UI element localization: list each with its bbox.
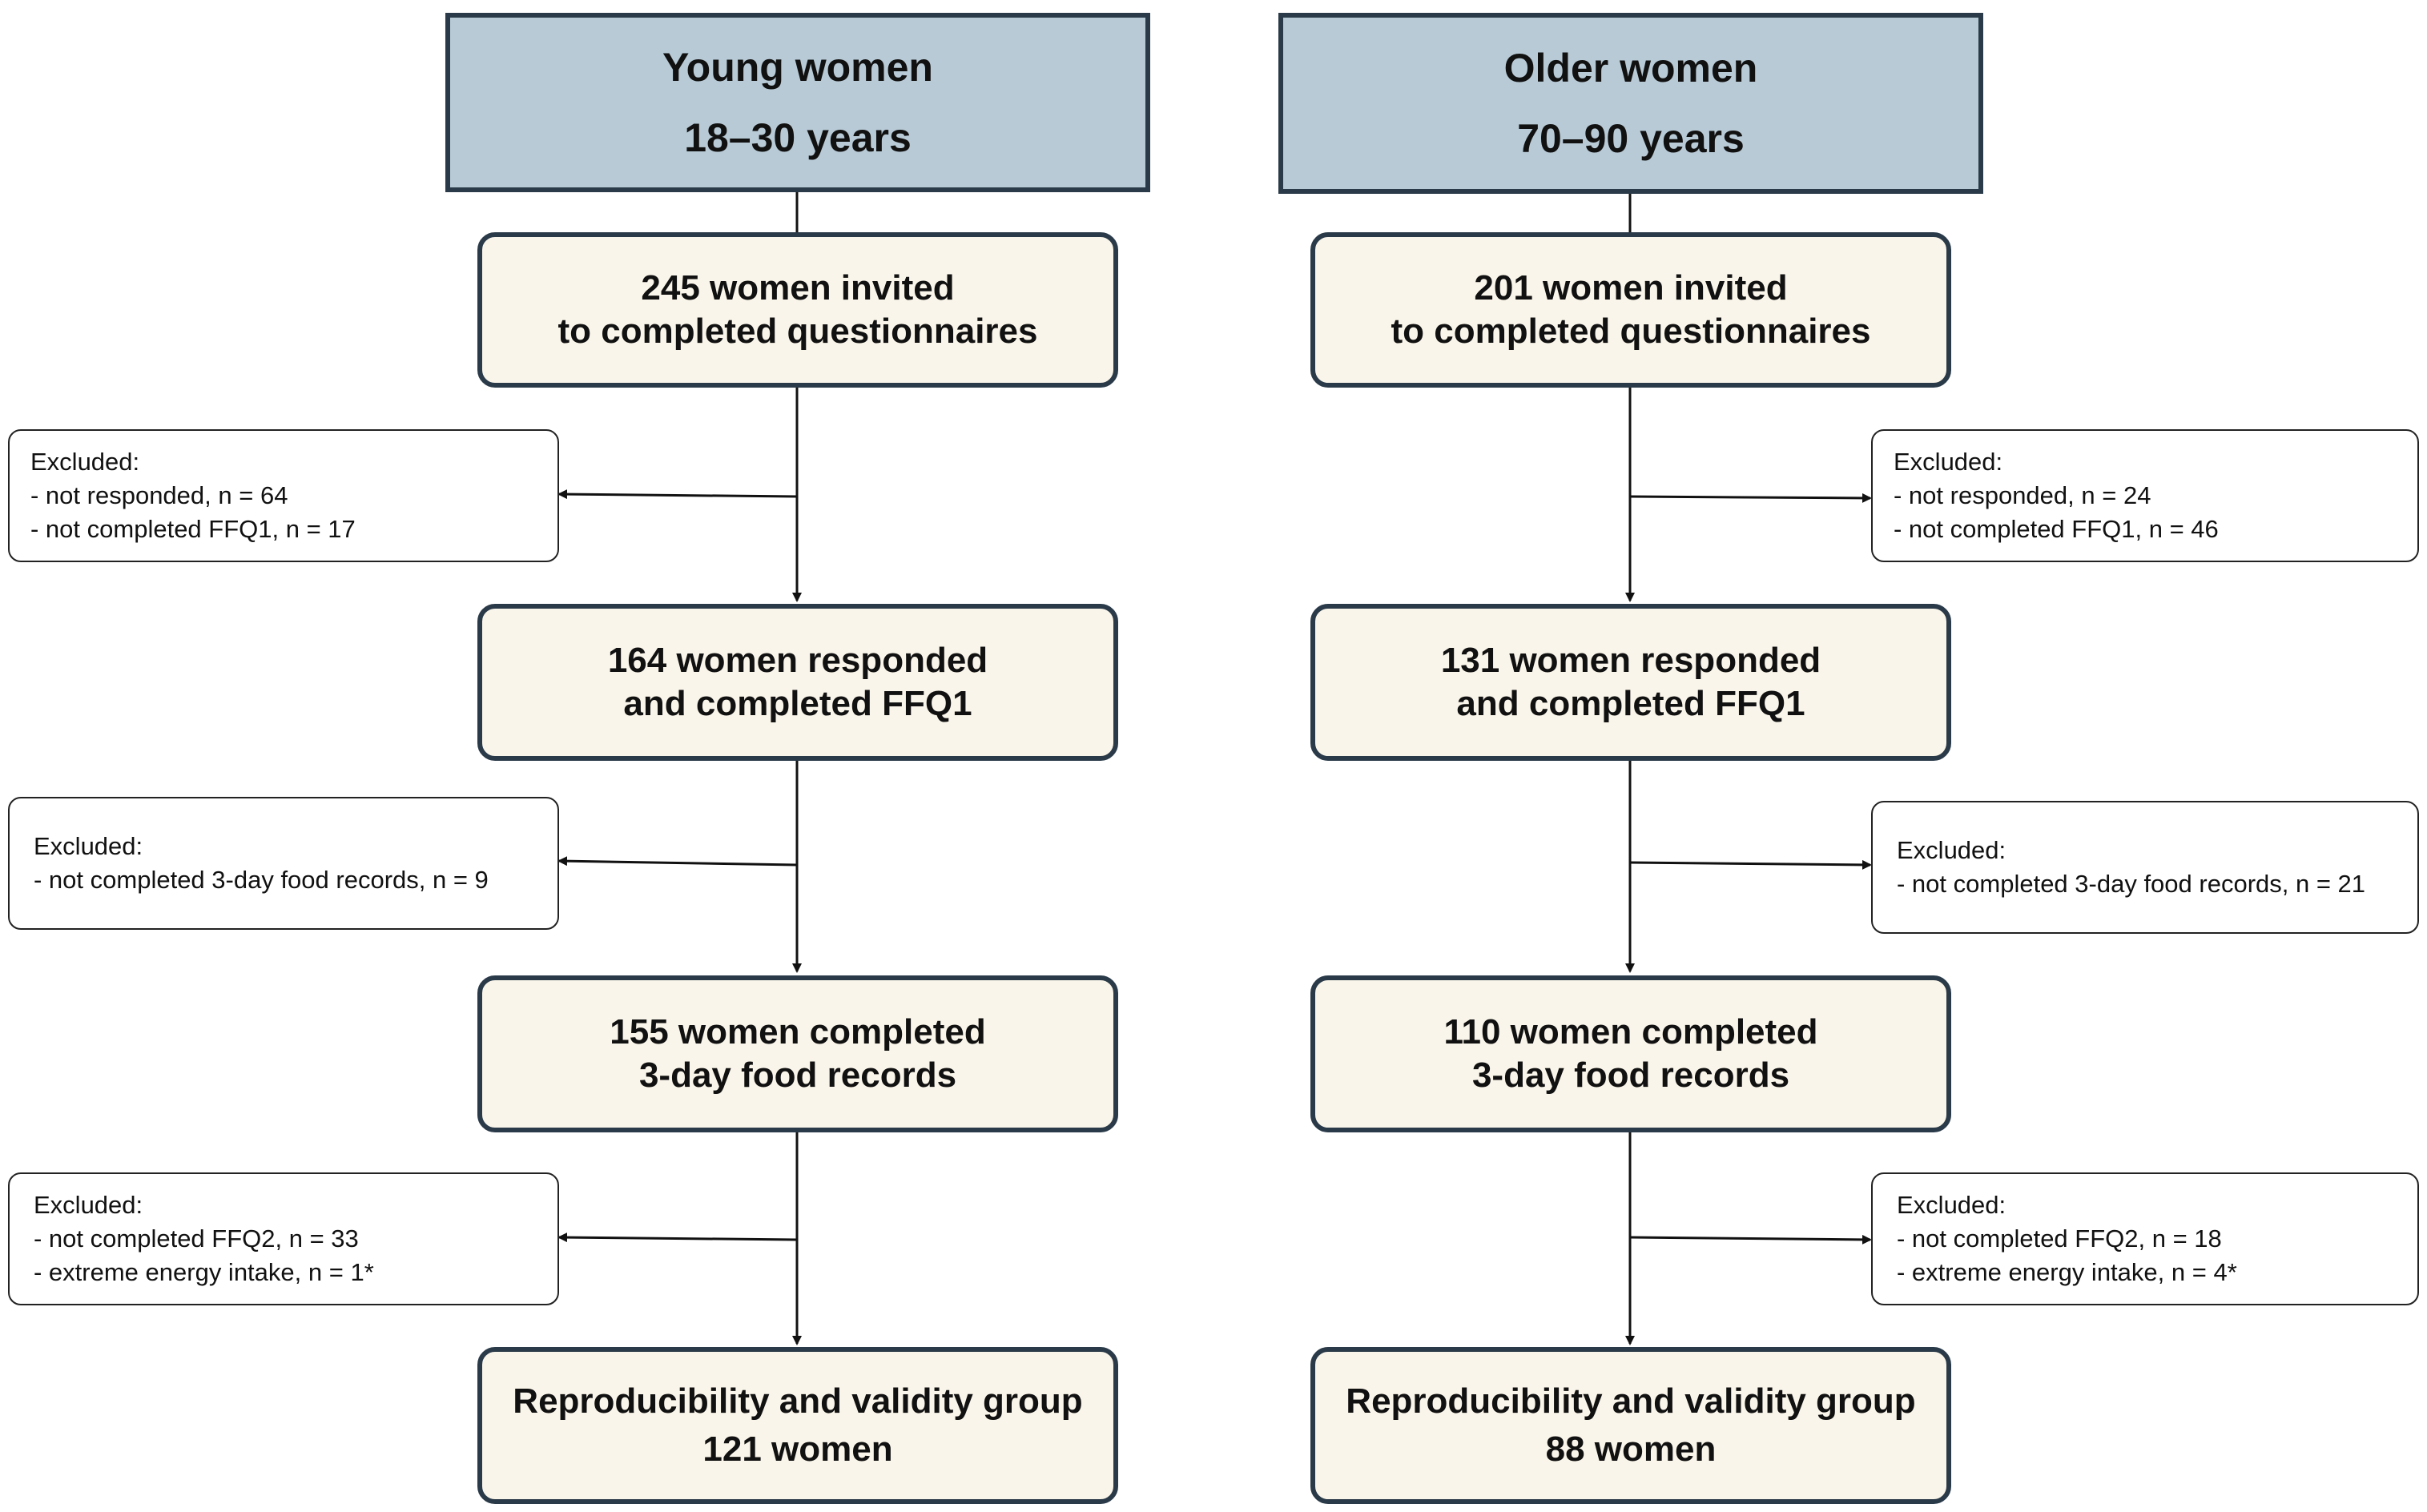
young-excluded2-title: Excluded: xyxy=(34,832,143,860)
young-responded-count: 164 women responded xyxy=(607,641,988,680)
older-header-box: Older women 70–90 years xyxy=(1278,13,1983,194)
young-records-box: 155 women completed 3-day food records xyxy=(477,975,1118,1132)
young-responded-box: 164 women responded and completed FFQ1 xyxy=(477,604,1118,761)
young-invited-box: 245 women invited to completed questionn… xyxy=(477,232,1118,388)
young-excluded3-item: - not completed FFQ2, n = 33 xyxy=(34,1224,359,1253)
arrow-young-excluded3 xyxy=(557,1233,798,1243)
young-invited-text: to completed questionnaires xyxy=(557,312,1038,351)
older-records-box: 110 women completed 3-day food records xyxy=(1310,975,1951,1132)
young-excluded3-title: Excluded: xyxy=(34,1191,143,1219)
older-invited-text: to completed questionnaires xyxy=(1391,312,1871,351)
older-excluded3-item: - not completed FFQ2, n = 18 xyxy=(1897,1224,2222,1253)
older-excluded3-item: - extreme energy intake, n = 4* xyxy=(1897,1258,2237,1286)
young-final-box: Reproducibility and validity group 121 w… xyxy=(477,1347,1118,1504)
young-invited-count: 245 women invited xyxy=(641,268,955,308)
young-excluded3-item: - extreme energy intake, n = 1* xyxy=(34,1258,374,1286)
young-excluded2-item: - not completed 3-day food records, n = … xyxy=(34,866,489,894)
older-header-title: Older women xyxy=(1503,46,1758,90)
older-responded-text: and completed FFQ1 xyxy=(1456,684,1805,723)
older-excluded2-item: - not completed 3-day food records, n = … xyxy=(1897,870,2366,898)
arrow-young-excluded2 xyxy=(557,856,798,867)
young-excluded1-item: - not completed FFQ1, n = 17 xyxy=(30,515,356,543)
young-excluded2-box: Excluded: - not completed 3-day food rec… xyxy=(8,797,559,930)
older-responded-count: 131 women responded xyxy=(1440,641,1821,680)
older-invited-count: 201 women invited xyxy=(1474,268,1788,308)
older-header-age: 70–90 years xyxy=(1517,116,1745,161)
older-excluded2-box: Excluded: - not completed 3-day food rec… xyxy=(1871,801,2419,934)
older-records-text: 3-day food records xyxy=(1471,1056,1790,1095)
young-header-box: Young women 18–30 years xyxy=(445,13,1150,192)
young-excluded1-item: - not responded, n = 64 xyxy=(30,481,288,509)
arrow-young-excluded1 xyxy=(557,489,798,500)
older-final-count: 88 women xyxy=(1545,1430,1717,1469)
young-final-title: Reproducibility and validity group xyxy=(513,1381,1083,1421)
young-excluded1-title: Excluded: xyxy=(30,448,140,476)
older-final-title: Reproducibility and validity group xyxy=(1346,1381,1916,1421)
young-header-title: Young women xyxy=(662,45,933,90)
young-excluded3-box: Excluded: - not completed FFQ2, n = 33 -… xyxy=(8,1172,559,1305)
older-excluded3-box: Excluded: - not completed FFQ2, n = 18 -… xyxy=(1871,1172,2419,1305)
young-final-count: 121 women xyxy=(702,1430,893,1469)
young-records-text: 3-day food records xyxy=(638,1056,957,1095)
older-excluded3-title: Excluded: xyxy=(1897,1191,2006,1219)
young-excluded1-box: Excluded: - not responded, n = 64 - not … xyxy=(8,429,559,562)
young-responded-text: and completed FFQ1 xyxy=(623,684,972,723)
older-excluded2-title: Excluded: xyxy=(1897,836,2006,864)
arrow-older-excluded3 xyxy=(1629,1234,1872,1245)
arrow-older-excluded2 xyxy=(1629,859,1872,870)
young-records-count: 155 women completed xyxy=(610,1012,986,1052)
young-header-age: 18–30 years xyxy=(684,115,912,160)
older-excluded1-item: - not responded, n = 24 xyxy=(1894,481,2151,509)
older-excluded1-box: Excluded: - not responded, n = 24 - not … xyxy=(1871,429,2419,562)
arrow-older-excluded1 xyxy=(1629,493,1872,503)
older-responded-box: 131 women responded and completed FFQ1 xyxy=(1310,604,1951,761)
older-excluded1-item: - not completed FFQ1, n = 46 xyxy=(1894,515,2219,543)
older-invited-box: 201 women invited to completed questionn… xyxy=(1310,232,1951,388)
older-records-count: 110 women completed xyxy=(1443,1012,1818,1052)
older-excluded1-title: Excluded: xyxy=(1894,448,2003,476)
older-final-box: Reproducibility and validity group 88 wo… xyxy=(1310,1347,1951,1504)
